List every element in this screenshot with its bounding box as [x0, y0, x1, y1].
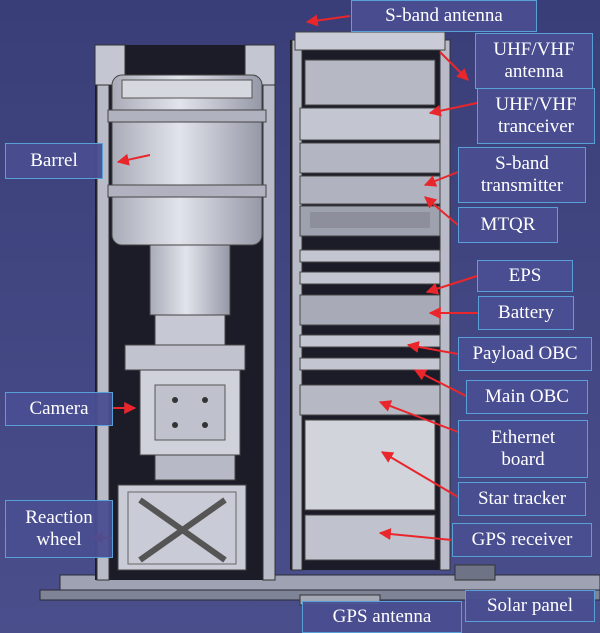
label-ethernet-board: Ethernet board [458, 420, 588, 478]
label-barrel: Barrel [5, 143, 103, 179]
label-battery: Battery [478, 296, 574, 330]
label-reaction-wheel: Reaction wheel [5, 500, 113, 558]
label-mtqr: MTQR [458, 207, 558, 243]
label-s-band-transmitter: S-band transmitter [458, 147, 586, 203]
label-camera: Camera [5, 392, 113, 426]
reaction-wheel-part [117, 484, 247, 571]
barrel-part [107, 74, 267, 346]
label-star-tracker: Star tracker [458, 482, 586, 516]
label-uhf-vhf-transceiver: UHF/VHF tranceiver [477, 88, 595, 144]
label-main-obc: Main OBC [466, 380, 588, 414]
label-solar-panel: Solar panel [465, 590, 595, 622]
label-gps-receiver: GPS receiver [452, 523, 592, 557]
label-payload-obc: Payload OBC [458, 337, 592, 371]
label-gps-antenna: GPS antenna [302, 601, 462, 633]
label-s-band-antenna: S-band antenna [351, 0, 537, 32]
label-uhf-vhf-antenna: UHF/VHF antenna [475, 33, 593, 89]
camera-part [124, 344, 246, 481]
right-structure [290, 31, 451, 571]
arrows [90, 14, 478, 544]
label-eps: EPS [477, 260, 573, 292]
